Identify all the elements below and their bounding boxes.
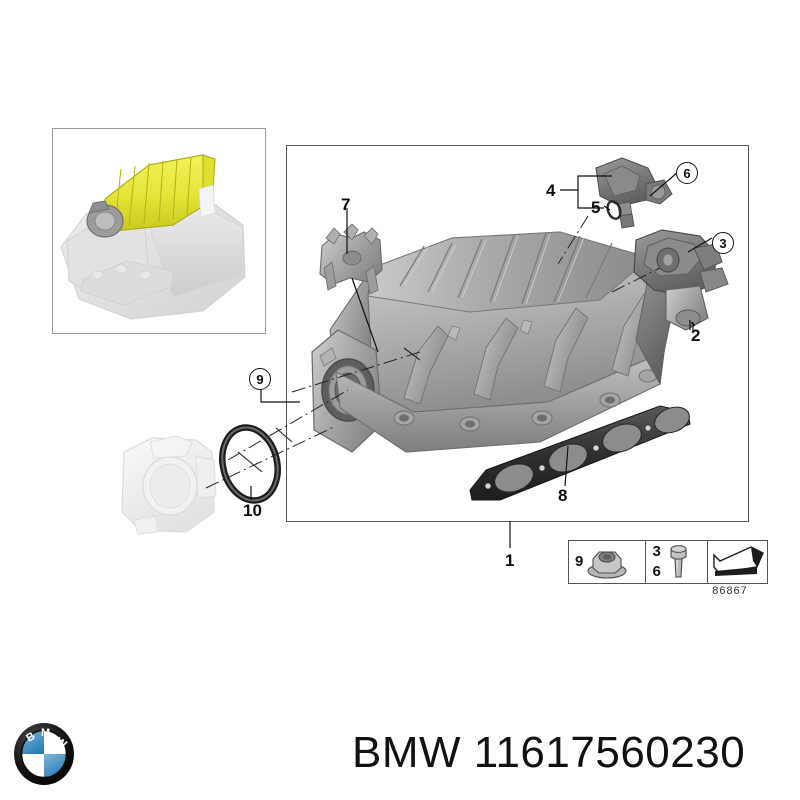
wedge-arrow-icon <box>713 546 764 576</box>
legend-number-3: 3 <box>652 543 661 561</box>
bmw-logo: B M W <box>14 723 74 785</box>
intake-manifold-gasket <box>469 405 691 501</box>
part-number-label: BMW 11617560230 <box>352 728 746 777</box>
legend-cell-nut: 9 <box>569 541 647 583</box>
mounting-bosses <box>393 369 658 432</box>
plenum-ribs <box>399 232 613 305</box>
idle-control-valve <box>633 229 729 331</box>
legend-cell-symbol <box>708 541 767 583</box>
sensor-o-ring <box>606 200 622 220</box>
callout-9-circled: 9 <box>249 368 271 390</box>
sensor-actuator <box>595 157 673 229</box>
leader-lines <box>205 171 713 548</box>
callout-4: 4 <box>546 181 556 200</box>
intake-manifold-assembly <box>311 231 677 453</box>
hardware-legend: 9 3 6 <box>568 540 768 584</box>
engine-overview-illustration <box>60 154 246 320</box>
retaining-clip <box>319 223 383 295</box>
callout-8: 8 <box>558 486 568 505</box>
callout-7: 7 <box>341 195 351 214</box>
exploded-parts-illustration <box>121 157 729 548</box>
svg-text:M: M <box>41 727 50 739</box>
callout-5: 5 <box>591 198 601 217</box>
hex-bolt-icon <box>670 545 687 578</box>
flange-nut-icon <box>587 551 627 579</box>
callout-10: 10 <box>243 501 262 520</box>
callout-3-circled: 3 <box>712 232 734 254</box>
callout-6-circled: 6 <box>676 162 698 184</box>
legend-cell-bolt: 3 6 <box>646 541 708 583</box>
legend-number-6: 6 <box>652 563 661 580</box>
engine-overview-inset <box>52 128 266 334</box>
callout-1: 1 <box>505 551 515 570</box>
legend-number-9: 9 <box>575 553 584 571</box>
profile-gasket-o-ring <box>219 424 281 504</box>
callout-2: 2 <box>691 326 701 345</box>
diagram-code: 86867 <box>712 586 748 598</box>
throttle-body-ghost <box>121 435 217 535</box>
